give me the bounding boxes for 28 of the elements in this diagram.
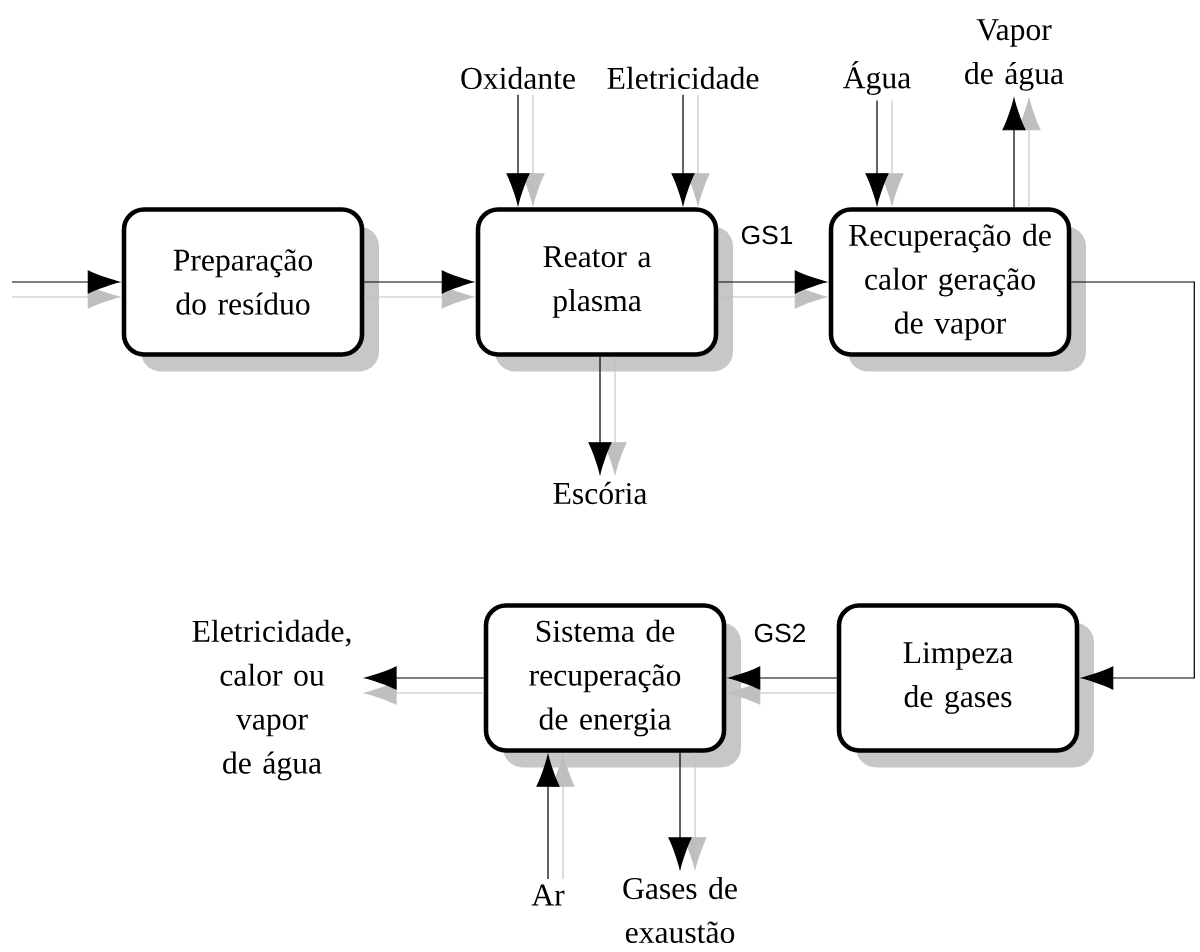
arrow — [668, 752, 707, 870]
arrow — [865, 100, 904, 206]
edge-label: GS2 — [750, 620, 810, 646]
arrow — [363, 270, 474, 309]
flow-label: Eletricidade — [607, 66, 759, 90]
flow-label: Eletricidade, calor ou vapor de água — [192, 619, 351, 781]
flow-label: Oxidante — [461, 66, 575, 90]
arrow — [11, 270, 120, 309]
arrow — [536, 754, 575, 880]
process-box: Recuperação de calor geração de vapor — [828, 207, 1086, 372]
process-box: Preparação do resíduo — [121, 207, 379, 372]
edge-label: GS1 — [737, 222, 797, 248]
arrow — [671, 94, 710, 206]
arrow — [1002, 98, 1041, 208]
flow-label: Ar — [531, 884, 565, 906]
flow-label: Vapor de água — [965, 19, 1064, 91]
process-box: Limpeza de gases — [836, 603, 1094, 768]
arrow — [588, 356, 627, 475]
arrow — [364, 666, 485, 705]
arrow — [1070, 281, 1195, 690]
flow-label: Gases de exaustão — [623, 876, 737, 944]
arrow — [717, 270, 827, 309]
arrow — [506, 94, 545, 206]
process-box: Reator a plasma — [475, 207, 733, 372]
process-box: Sistema de recuperação de energia — [483, 603, 741, 768]
arrow — [728, 666, 838, 705]
flow-label: Água — [843, 61, 911, 95]
flow-label: Escória — [553, 481, 647, 505]
